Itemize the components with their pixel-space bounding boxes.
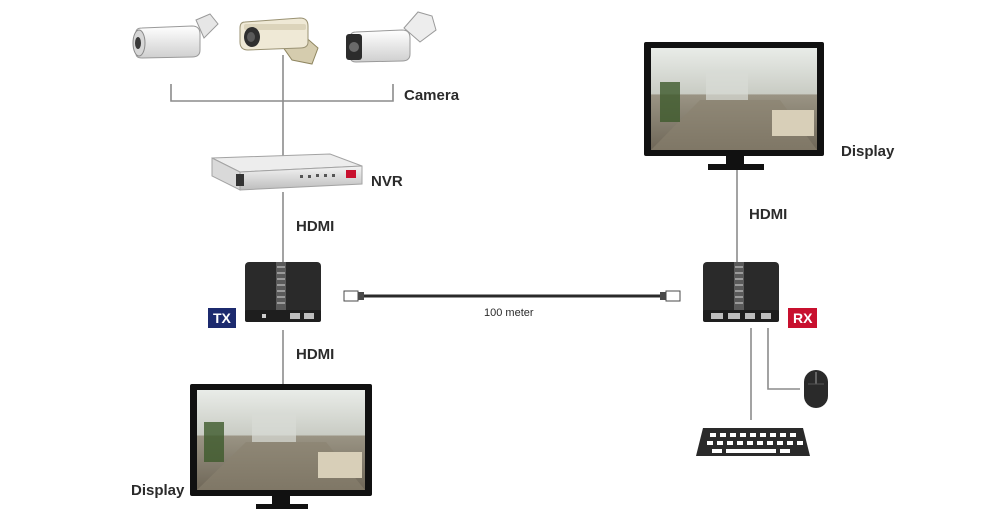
rx-to-mouse-line bbox=[767, 328, 800, 390]
bullet-camera-icon bbox=[132, 13, 219, 59]
tx-extender-icon bbox=[245, 262, 321, 322]
camera-label: Camera bbox=[404, 87, 460, 104]
monitor-icon bbox=[190, 384, 372, 509]
rx-extender-icon bbox=[703, 262, 779, 322]
tx-badge: TX bbox=[208, 308, 236, 328]
box-camera-icon bbox=[239, 17, 319, 65]
network-cable bbox=[343, 290, 681, 302]
camera-bus-line bbox=[170, 84, 394, 102]
rj45-plug-icon bbox=[660, 290, 681, 302]
display-left-label: Display bbox=[131, 482, 185, 499]
rj45-plug-icon bbox=[343, 290, 364, 302]
hdmi-rx-display-label: HDMI bbox=[749, 206, 788, 223]
mouse-icon bbox=[804, 370, 828, 408]
monitor-icon bbox=[644, 42, 824, 170]
display-right-label: Display bbox=[841, 143, 895, 160]
connection-lines bbox=[170, 55, 800, 420]
keyboard-icon bbox=[696, 428, 810, 456]
dome-camera-icon bbox=[346, 11, 437, 63]
nvr-icon bbox=[211, 153, 363, 191]
hdmi-tx-display-label: HDMI bbox=[296, 346, 335, 363]
nvr-label: NVR bbox=[371, 173, 403, 190]
cable-length-label: 100 meter bbox=[484, 307, 534, 319]
rx-badge: RX bbox=[788, 308, 818, 328]
hdmi-nvr-tx-label: HDMI bbox=[296, 218, 335, 235]
